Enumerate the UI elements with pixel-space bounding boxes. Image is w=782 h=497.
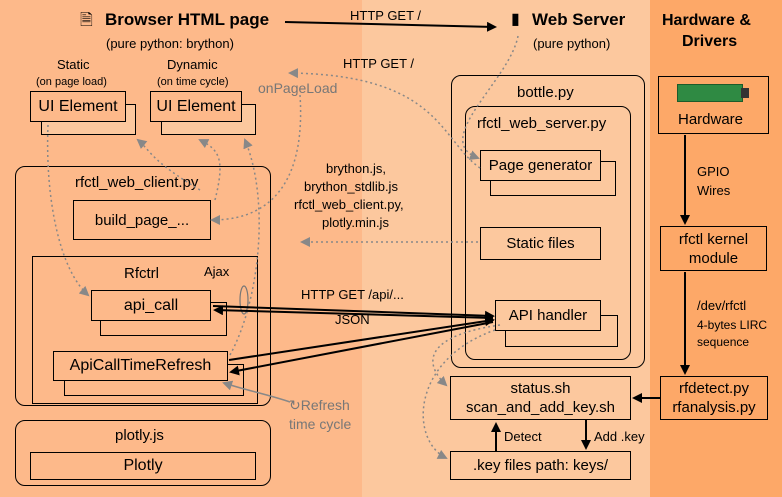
api-call-time-refresh-box[interactable]: ApiCallTimeRefresh xyxy=(53,351,228,381)
gpio-label-1: GPIO xyxy=(697,164,730,179)
rfctrl-container xyxy=(32,256,258,404)
files-label-3: rfctl_web_client.py, xyxy=(294,197,404,212)
static-label: Static xyxy=(57,57,90,72)
api-call-box[interactable]: api_call xyxy=(91,290,211,321)
on-page-load-label: onPageLoad xyxy=(258,80,338,96)
plotly-js-title: plotly.js xyxy=(115,427,164,444)
api-to-keys-arrow xyxy=(422,329,496,459)
rfdetect-box[interactable]: rfdetect.py rfanalysis.py xyxy=(660,376,768,420)
key-files-box[interactable]: .key files path: keys/ xyxy=(450,451,631,480)
plotly-box[interactable]: Plotly xyxy=(30,452,256,480)
build-to-ui-dynamic-arrow xyxy=(198,139,221,201)
dynamic-sublabel: (on time cycle) xyxy=(157,76,229,88)
rfctrl-title: Rfctrl xyxy=(124,265,159,282)
refresh-label-2: time cycle xyxy=(289,416,352,432)
files-label-1: brython.js, xyxy=(326,161,386,176)
files-label-4: plotly.min.js xyxy=(322,215,389,230)
server-icon: ▮ xyxy=(511,11,520,28)
http-get-api-label: HTTP GET /api/... xyxy=(301,287,404,302)
files-label-2: brython_stdlib.js xyxy=(304,179,398,194)
browser-panel xyxy=(0,0,362,497)
refresh-cycle-arrow xyxy=(222,380,291,403)
page-generator-box[interactable]: Page generator xyxy=(480,150,601,181)
json-label: JSON xyxy=(335,312,370,327)
refresh-to-ui-dynamic-arrow xyxy=(229,138,260,356)
gpio-label-2: Wires xyxy=(697,183,731,198)
api-to-status-arrow xyxy=(432,324,501,387)
refresh-api-response-arrow xyxy=(229,321,494,376)
ui-element-dynamic[interactable]: UI Element xyxy=(150,91,242,122)
kernel-label-1: rfctl kernel xyxy=(678,230,749,248)
refresh-api-request-arrow xyxy=(228,316,495,361)
static-files-box[interactable]: Static files xyxy=(480,227,601,260)
document-icon: 🗎 xyxy=(80,12,93,29)
kernel-label-2: module xyxy=(688,249,739,267)
server-panel xyxy=(362,0,650,497)
hardware-box[interactable] xyxy=(658,76,769,134)
json-return-arrow xyxy=(213,305,494,319)
dev-rfctl-label: /dev/rfctl xyxy=(697,298,747,313)
detect-label: Detect xyxy=(504,429,542,444)
ui-element-static[interactable]: UI Element xyxy=(30,91,126,122)
bottle-title: bottle.py xyxy=(517,84,574,101)
ui-static-to-api-call-arrow xyxy=(46,124,90,297)
rfctl-web-server-container xyxy=(465,106,631,360)
onpageload-to-build-arrow xyxy=(210,94,302,225)
hardware-title-1: Hardware & xyxy=(662,12,751,29)
ajax-label: Ajax xyxy=(204,264,230,279)
static-sublabel: (on page load) xyxy=(36,76,107,88)
server-subtitle: (pure python) xyxy=(533,36,611,51)
rf-board-pins-icon xyxy=(741,88,749,98)
api-handler-box[interactable]: API handler xyxy=(495,300,601,331)
server-to-page-generator-arrow xyxy=(462,35,519,160)
rfanalysis-label: rfanalysis.py xyxy=(672,399,756,416)
lirc-label: 4-bytes LIRC xyxy=(697,318,768,332)
http-get-api-arrow xyxy=(212,305,495,321)
http-get-second-label: HTTP GET / xyxy=(343,56,415,71)
hardware-label: Hardware xyxy=(678,111,744,128)
rfctl-web-client-title: rfctl_web_client.py xyxy=(75,174,199,191)
hardware-panel xyxy=(650,0,782,497)
status-scripts-box[interactable]: status.sh scan_and_add_key.sh xyxy=(450,376,631,420)
http-get-top-label: HTTP GET / xyxy=(350,8,422,23)
rfdetect-label: rfdetect.py xyxy=(678,380,750,397)
rfctl-web-client-container xyxy=(15,166,271,406)
bottle-container xyxy=(451,75,645,368)
server-title: Web Server xyxy=(532,10,626,29)
browser-title: Browser HTML page xyxy=(105,10,270,29)
browser-subtitle: (pure python: brython) xyxy=(106,36,234,51)
refresh-label-1: ↻Refresh xyxy=(289,397,350,413)
rfctl-web-server-title: rfctl_web_server.py xyxy=(477,115,607,132)
add-key-label: Add .key xyxy=(594,429,645,444)
hardware-title-2: Drivers xyxy=(682,33,738,50)
page-load-return-arrow xyxy=(288,68,481,169)
status-sh-label: status.sh xyxy=(510,380,571,397)
sequence-label: sequence xyxy=(697,335,750,349)
dynamic-label: Dynamic xyxy=(167,57,218,72)
scan-and-add-key-label: scan_and_add_key.sh xyxy=(465,399,615,416)
plotly-js-container xyxy=(15,420,271,486)
http-get-top-arrow xyxy=(284,21,497,32)
kernel-module-box[interactable]: rfctl kernel module xyxy=(660,226,767,271)
ajax-ellipse xyxy=(239,285,249,315)
build-to-ui-static-arrow xyxy=(136,138,201,191)
